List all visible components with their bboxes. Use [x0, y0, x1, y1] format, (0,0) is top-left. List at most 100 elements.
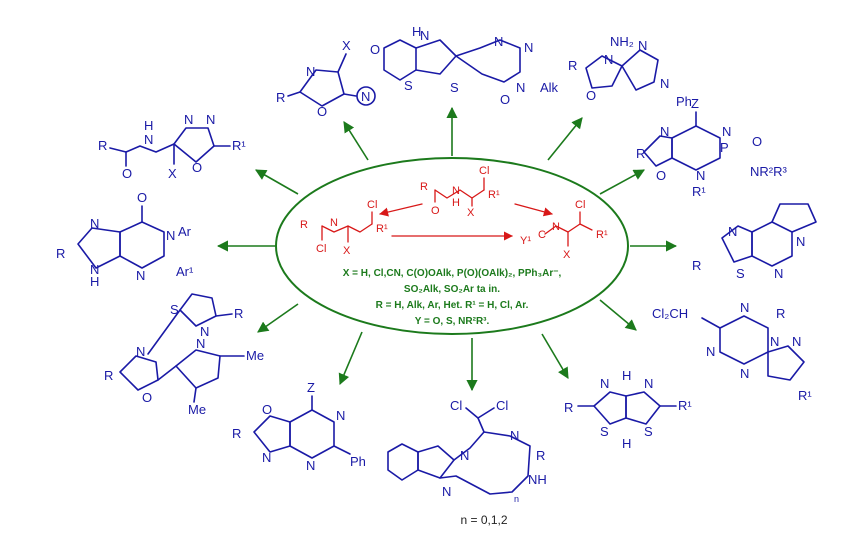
product-thiazolyl: S R N N N Me R O Me — [104, 293, 264, 417]
bithiazole-s2: S — [644, 424, 653, 439]
top-x-label: X — [467, 207, 475, 219]
oxadiazole-x: X — [168, 166, 177, 181]
arrow-to-oxazolopyrimidine — [338, 331, 363, 386]
product-thienopyrimidine: O H N N N S S N Alk O — [370, 24, 559, 107]
product-oxadiazole: N N R H N O X O R¹ — [98, 112, 246, 181]
central-reagents: Cl R O N H R¹ X Cl R N Cl X R¹ Cl Y¹ C N… — [300, 165, 608, 261]
thieno-alk: Alk — [540, 80, 559, 95]
oxadiazole-o1: O — [192, 160, 202, 175]
spiro-o: O — [586, 88, 596, 103]
right-n-label: N — [552, 221, 560, 233]
product-spiro: NH₂ N R N O N Ph — [568, 34, 692, 109]
thiazolyl-r2: R — [104, 368, 113, 383]
thiazolyl-me2: Me — [188, 402, 206, 417]
top-cl-label: Cl — [479, 165, 489, 177]
bithiazole-r1: R¹ — [678, 398, 692, 413]
thiazolyl-n2: N — [196, 336, 205, 351]
oxpyr-ph: Ph — [350, 454, 366, 469]
conditions-line-1: X = H, Cl,CN, C(O)OAlk, P(O)(OAlk)₂, PPh… — [343, 268, 562, 279]
conditions-line-4: Y = O, S, NR²R³. — [415, 316, 490, 327]
oxpyr-r: R — [232, 426, 241, 441]
triazine-n3: N — [770, 334, 779, 349]
thieno-n4: N — [516, 80, 525, 95]
left-cl-bottom-label: Cl — [316, 243, 326, 255]
thiazolyl-s: S — [170, 302, 179, 317]
bithiazole-h2: H — [622, 436, 631, 451]
oxazole-n-ring: N — [361, 89, 370, 104]
phos-nr2r3: NR²R³ — [750, 164, 787, 179]
arrow-to-oxazolophosphorine — [599, 169, 645, 195]
product-oxazolophosphorine: Z N N P O R O N NR²R³ R¹ — [636, 96, 787, 199]
product-bithiazole: H N N R S S R¹ H — [564, 368, 692, 451]
right-r1-label: R¹ — [596, 229, 608, 241]
triazine-cl2ch: Cl₂CH — [652, 306, 688, 321]
top-n-label: N — [452, 185, 460, 197]
oxadiazole-n2: N — [206, 112, 215, 127]
benz-nh: NH — [528, 472, 547, 487]
oxadiazole-r: R — [98, 138, 107, 153]
benz-n3: N — [442, 484, 451, 499]
benz-n2: N — [510, 428, 519, 443]
purine-n4: N — [136, 268, 145, 283]
arrow-to-triazine — [599, 299, 637, 331]
purine-n3: N — [90, 262, 99, 277]
radial-arrows — [216, 106, 678, 392]
top-r1-label: R¹ — [488, 189, 500, 201]
triazine-n5: N — [792, 334, 801, 349]
right-cl-label: Cl — [575, 199, 585, 211]
phos-o2: O — [656, 168, 666, 183]
pyrrolo-n1: N — [728, 224, 737, 239]
arrow-to-spiro — [547, 117, 583, 161]
thieno-o2: O — [500, 92, 510, 107]
thieno-s2: S — [450, 80, 459, 95]
right-x-label: X — [563, 249, 571, 261]
bithiazole-n2: N — [644, 376, 653, 391]
triazine-n1: N — [740, 300, 749, 315]
top-o-label: O — [431, 205, 440, 217]
benz-n1: N — [460, 448, 469, 463]
right-c-label: C — [538, 229, 546, 241]
arrow-to-oxazole — [343, 121, 369, 161]
thieno-s1: S — [404, 78, 413, 93]
spiro-r: R — [568, 58, 577, 73]
phos-z: Z — [691, 96, 699, 111]
benz-cl2: Cl — [496, 398, 508, 413]
phos-n1: N — [660, 124, 669, 139]
triazine-r1: R¹ — [798, 388, 812, 403]
purine-ar1: Ar¹ — [176, 264, 194, 279]
right-y-label: Y¹ — [520, 235, 531, 247]
phos-n3: N — [696, 168, 705, 183]
oxadiazole-h: H — [144, 118, 153, 133]
benz-cl1: Cl — [450, 398, 462, 413]
thieno-n2: N — [494, 34, 503, 49]
product-oxazole: X N R O N — [276, 38, 376, 119]
oxazole-n: N — [306, 64, 315, 79]
spiro-nh2: NH₂ — [610, 34, 634, 49]
product-pyrrolo: N N R S N — [692, 203, 817, 281]
thiazolyl-me1: Me — [246, 348, 264, 363]
oxpyr-n1: N — [336, 408, 345, 423]
purine-r: R — [56, 246, 65, 261]
oxazole-r: R — [276, 90, 285, 105]
product-purine: O N Ar R N H N N Ar¹ — [56, 190, 194, 289]
oxpyr-n2: N — [262, 450, 271, 465]
purine-h: H — [90, 274, 99, 289]
spiro-n1: N — [638, 38, 647, 53]
n-substituent-circle — [356, 86, 376, 106]
thiazolyl-r1: R — [234, 306, 243, 321]
purine-o: O — [137, 190, 147, 205]
pyrrolo-n3: N — [774, 266, 783, 281]
bithiazole-h1: H — [622, 368, 631, 383]
benz-r: R — [536, 448, 545, 463]
pyrrolo-s: S — [736, 266, 745, 281]
product-oxazolopyrimidine: Z O N R N N Ph — [232, 380, 366, 473]
footer-note: n = 0,1,2 — [460, 513, 507, 527]
purine-n2: N — [90, 216, 99, 231]
thieno-h: H — [412, 24, 421, 39]
product-triazine: Cl₂CH N R N N N N R¹ — [652, 300, 812, 403]
purine-ar: Ar — [178, 224, 192, 239]
pyrrolo-n2: N — [796, 234, 805, 249]
top-h-label: H — [452, 197, 460, 209]
phos-r: R — [636, 146, 645, 161]
